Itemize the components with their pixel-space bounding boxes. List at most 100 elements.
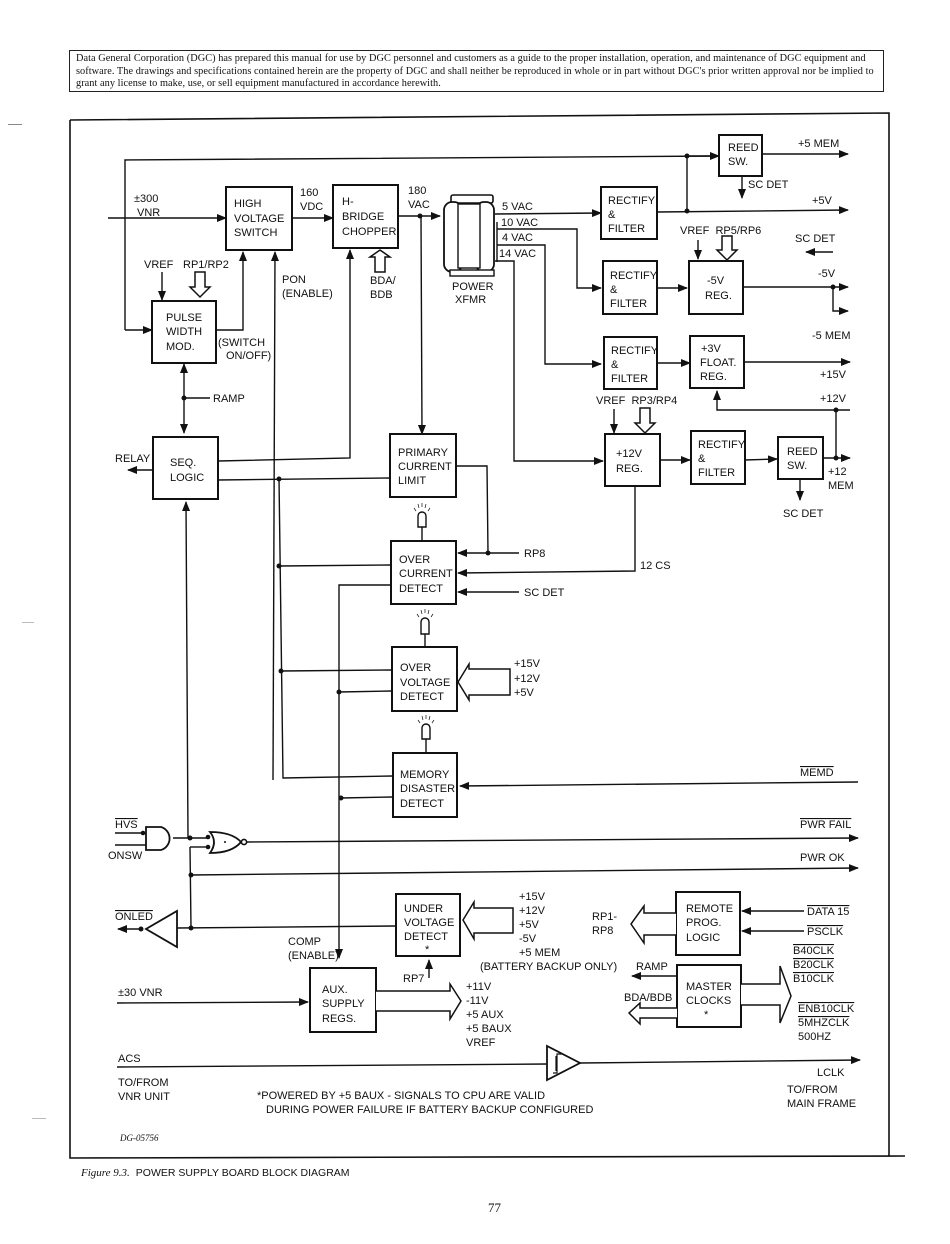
junction-dot (188, 925, 194, 931)
copyright-notice: Data General Corporation (DGC) has prepa… (69, 50, 884, 92)
schmitt-buffer-icon (546, 1044, 582, 1082)
wire-acs (116, 1063, 548, 1068)
label-pwr-ok: PWR OK (800, 852, 845, 864)
ovd-line1: OVER (400, 662, 431, 674)
wire (420, 617, 430, 635)
p12reg-line2: REG. (616, 463, 643, 475)
rf4-line3: FILTER (698, 467, 735, 479)
block-over-current-detect (390, 540, 457, 605)
rf1-line1: RECTIFY (608, 195, 656, 207)
rf3-line1: RECTIFY (611, 345, 659, 357)
wire (338, 690, 393, 693)
label-onled: ONLED (115, 911, 153, 923)
label-rp1-rp2: RP1/RP2 (183, 259, 229, 271)
ovd-line3: DETECT (400, 691, 444, 703)
shape (450, 194, 494, 204)
label-vnr300-2: VNR (137, 207, 160, 219)
uvd-line3: DETECT (404, 931, 448, 943)
wire (416, 609, 434, 618)
bus-arrow-rp1-rp2 (188, 271, 212, 299)
label-vnr300-1: ±300 (134, 193, 158, 205)
aux-line1: AUX. (322, 984, 348, 996)
uvd-line1: UNDER (404, 903, 443, 915)
wire (144, 909, 178, 949)
hv-switch-line3: SWITCH (234, 227, 277, 239)
clk-500hz: 500HZ (798, 1031, 831, 1043)
wire-memd (459, 781, 859, 790)
pcl-line2: CURRENT (398, 461, 452, 473)
label-sc-det-reed2: SC DET (783, 508, 824, 520)
wire-uv-to-buffer (176, 925, 397, 929)
wire-ocd-left (278, 564, 392, 567)
bus-arrow-rp5-rp6 (715, 235, 739, 262)
block-pulse-width-mod (151, 300, 217, 364)
rf1-line3: FILTER (608, 223, 645, 235)
footnote-2: DURING POWER FAILURE IF BATTERY BACKUP C… (266, 1104, 593, 1116)
junction-dot (336, 689, 342, 695)
wire-lclk (579, 1056, 861, 1065)
junction-dot (187, 835, 193, 841)
document-id: DG-05756 (120, 1133, 159, 1143)
junction-dot (205, 844, 211, 850)
label-to-from-vnr-1: TO/FROM (118, 1077, 169, 1089)
block-aux-supply-regs (309, 967, 377, 1033)
clk-b20: B20CLK (793, 959, 835, 971)
junction-dot (140, 830, 146, 836)
neg5-line1: -5V (707, 275, 725, 287)
wire-seq-to-pcl (217, 477, 391, 481)
block-master-clocks (676, 964, 742, 1028)
junction-dot (138, 926, 144, 932)
wire-comp (335, 584, 391, 959)
ocd-line1: OVER (399, 554, 430, 566)
label-psclk: PSCLK (807, 926, 844, 938)
wire (189, 846, 192, 928)
block-reed-switch-2 (777, 436, 824, 480)
label-plus12: +12 (828, 466, 847, 478)
block-under-voltage-detect (395, 893, 461, 957)
uvd-star: * (425, 944, 430, 956)
wire-12cs (457, 485, 636, 577)
rf2-line3: FILTER (610, 298, 647, 310)
clk-b10: B10CLK (793, 973, 835, 985)
reed1-line2: SW. (728, 156, 748, 168)
wire-10vac (497, 228, 602, 292)
wire-5vac (494, 209, 602, 218)
tap-10vac: 10 VAC (501, 217, 538, 229)
rf4-line2: & (698, 453, 706, 465)
bus-arrow-uv-inputs (462, 899, 514, 942)
aux-line3: REGS. (322, 1013, 356, 1025)
label-bda-bdb2: BDA/BDB (624, 992, 672, 1004)
footnote-1: *POWERED BY +5 BAUX - SIGNALS TO CPU ARE… (257, 1090, 545, 1102)
label-vdc: VDC (300, 201, 323, 213)
wire-pwm-to-hv (216, 251, 247, 331)
h-bridge-line3: CHOPPER (342, 226, 396, 238)
block-rectify-filter-4 (690, 430, 746, 485)
junction-dot (485, 550, 491, 556)
margin-mark (8, 124, 22, 125)
block-rectify-filter-1 (600, 186, 658, 240)
label-pwr-fail: PWR FAIL (800, 819, 851, 831)
block-high-voltage-switch (225, 186, 293, 251)
wire-to-primary-current-limit (417, 215, 426, 435)
wire (417, 715, 435, 724)
label-plus15v: +15V (820, 369, 847, 381)
label-160: 160 (300, 187, 318, 199)
figure-label: Figure 9.3. (81, 1167, 130, 1179)
block-rectify-filter-2 (602, 260, 658, 315)
rpl-line1: REMOTE (686, 903, 733, 915)
label-neg5mem: -5 MEM (812, 330, 851, 342)
shape (457, 203, 481, 269)
reed2-line2: SW. (787, 460, 807, 472)
h-bridge-line1: H- (342, 196, 354, 208)
label-neg5v: -5V (818, 268, 836, 280)
block-seq-logic (152, 436, 219, 500)
label-rp7: RP7 (403, 973, 424, 985)
wire (413, 503, 431, 512)
label-to-from-main-2: MAIN FRAME (787, 1098, 856, 1110)
label-180: 180 (408, 185, 426, 197)
wire-vnr30 (116, 998, 309, 1007)
label-sc-det-in: SC DET (795, 233, 836, 245)
label-sc-det-reed1: SC DET (748, 179, 789, 191)
wire-neg5mem (832, 287, 849, 315)
